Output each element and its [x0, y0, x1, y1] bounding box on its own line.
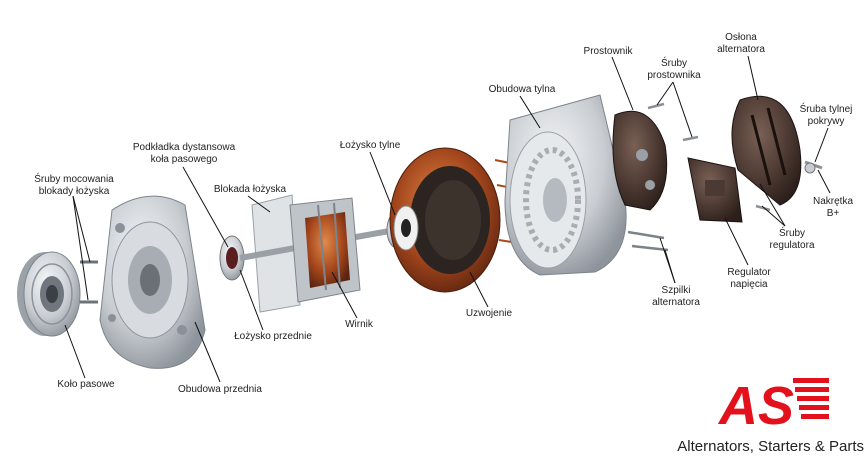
label-sruby-regulatora: Śruby regulatora [769, 228, 815, 251]
label-kolo-pasowe: Koło pasowe [57, 379, 115, 390]
leader-lines [64, 55, 831, 383]
label-obudowa-tylna: Obudowa tylna [488, 84, 556, 95]
rear-housing [504, 94, 627, 276]
brand-tagline: Alternators, Starters & Parts [677, 438, 864, 455]
pulley [17, 251, 81, 337]
rectifier-screws [647, 102, 699, 142]
voltage-regulator [687, 157, 743, 223]
label-obudowa-przednia: Obudowa przednia [178, 384, 262, 395]
label-blokada: Blokada łożyska [213, 184, 287, 195]
rotor [239, 197, 396, 303]
label-oslona: Osłona alternatora [717, 32, 765, 55]
label-regulator: Regulator napięcia [727, 267, 771, 290]
label-lozysko-tylne: Łożysko tylne [339, 140, 401, 151]
label-sruby-mocowania: Śruby mocowania blokady łożyska [34, 174, 114, 197]
label-nakretka: Nakrętka B+ [812, 196, 853, 219]
label-sruby-prostownika: Śruby prostownika [647, 58, 701, 81]
as-logo-text: AS [717, 376, 794, 434]
label-sruby-tylnej: Śruba tylnej pokrywy [799, 104, 853, 127]
rectifier [612, 110, 668, 211]
label-uzwojenie: Uzwojenie [465, 308, 513, 319]
stator [389, 147, 525, 293]
label-wirnik: Wirnik [345, 319, 373, 330]
alternator-cover [731, 95, 802, 206]
alternator-studs [627, 230, 669, 252]
bearing-retainer-screws [80, 260, 98, 304]
spacer-and-front-bearing [219, 235, 245, 281]
label-szpilki: Szpilki alternatora [652, 285, 700, 308]
label-lozysko-przednie: Łożysko przednie [234, 331, 312, 342]
label-prostownik: Prostownik [583, 46, 633, 57]
front-housing [99, 195, 206, 369]
label-podkladka: Podkładka dystansowa koła pasowego [132, 142, 236, 165]
as-logo: AS [717, 376, 829, 434]
rear-cover-screw-and-nut [804, 160, 823, 174]
